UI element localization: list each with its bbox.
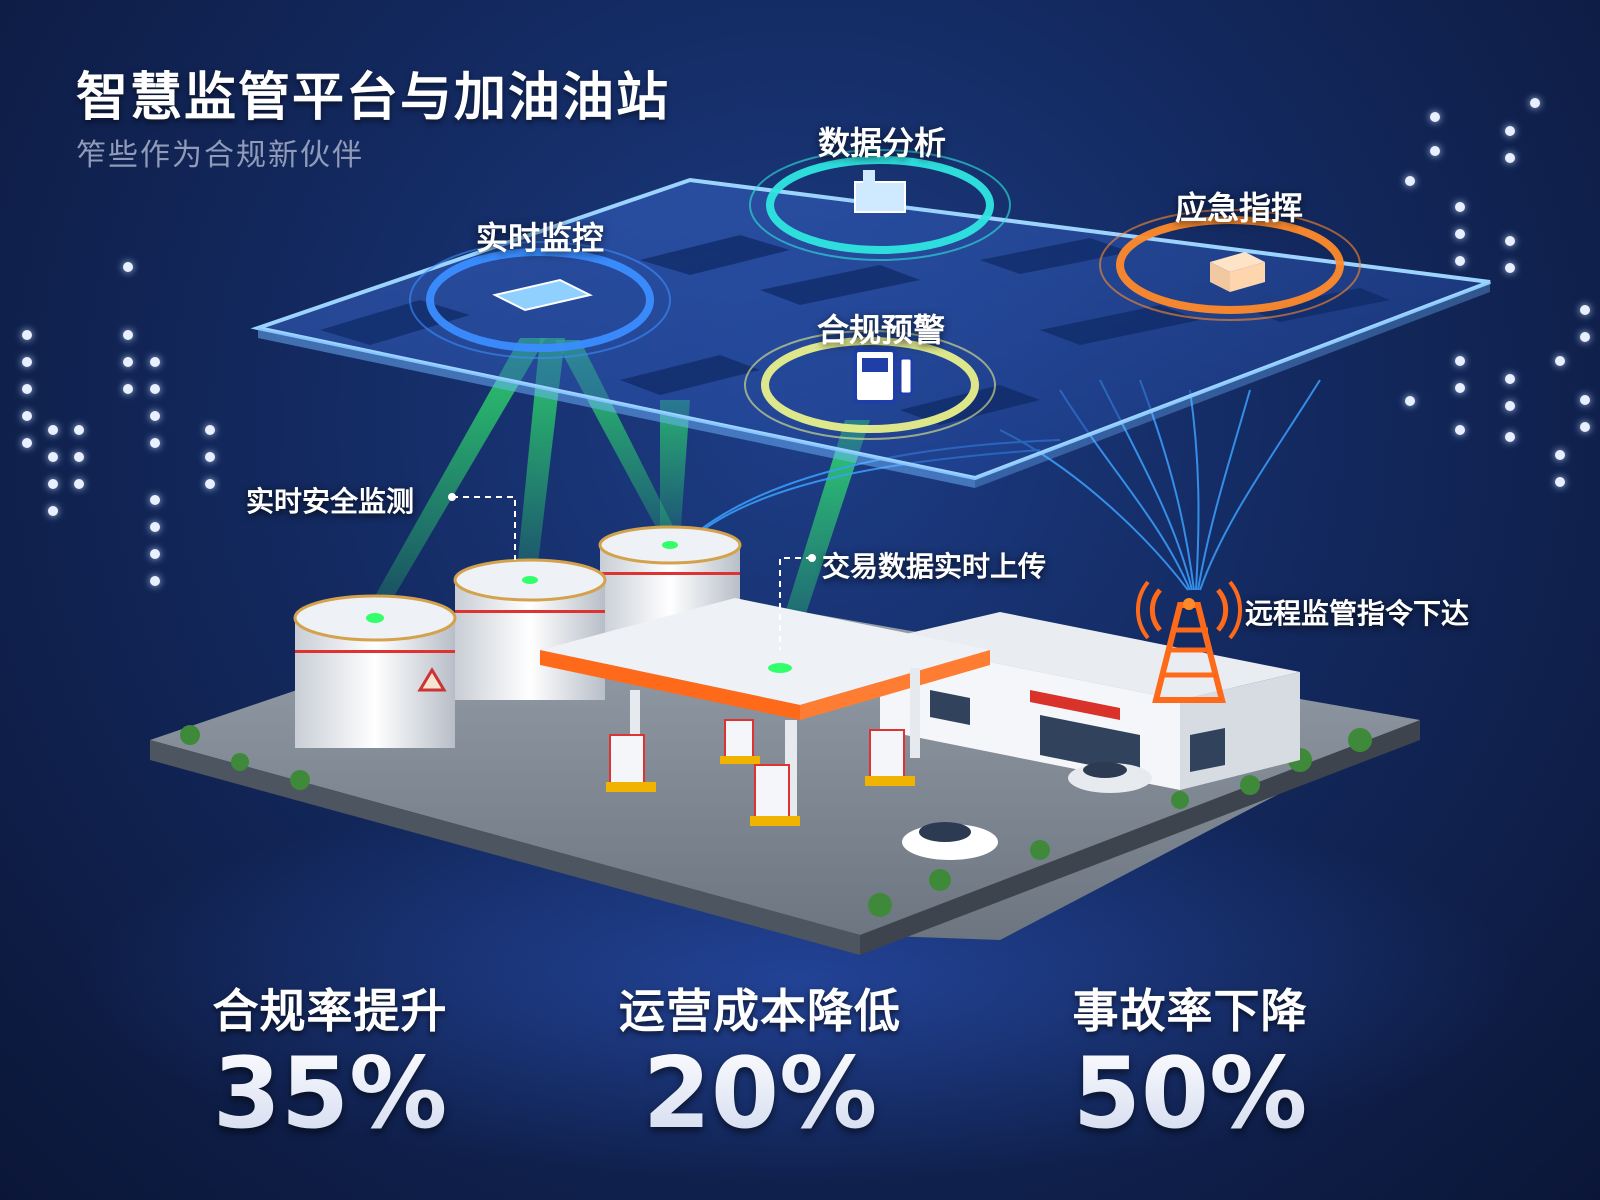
module-label-compliance-alert: 合规预警 (817, 311, 946, 349)
annotation-remote-command: 远程监管指令下达 (1245, 597, 1470, 630)
annotation-leaders (452, 496, 812, 650)
stat-label: 事故率下降 (1072, 984, 1308, 1038)
stat-value: 35% (160, 1037, 500, 1151)
fuel-pump-icon (853, 348, 914, 404)
chart-icon (854, 170, 906, 213)
storage-tank (453, 558, 607, 700)
convenience-store (880, 612, 1300, 790)
leader-dot (448, 493, 456, 501)
signal-tower (1136, 580, 1242, 703)
stat-label: 合规率提升 (212, 984, 448, 1038)
parked-car (902, 822, 998, 860)
fuel-canopy (540, 598, 990, 820)
annotation-transaction-upload: 交易数据实时上传 (822, 550, 1047, 583)
fuel-pumps (606, 719, 915, 826)
annotation-safety-monitoring: 实时安全监测 (246, 485, 415, 518)
floor-glow (80, 780, 1520, 1180)
stat-value: 50% (1020, 1037, 1360, 1151)
stat-compliance: 合规率提升 35% (160, 975, 500, 1151)
building-icon (1210, 252, 1265, 292)
leader-dot (808, 554, 816, 562)
module-label-realtime-monitor: 实时监控 (476, 219, 605, 257)
stat-accident: 事故率下降 50% (1020, 975, 1360, 1151)
stat-value: 20% (590, 1037, 930, 1151)
parked-car (1068, 762, 1152, 793)
monitoring-platform (250, 149, 1491, 488)
storage-tank (293, 594, 457, 748)
page-title: 智慧监管平台与加油油站 (76, 68, 671, 128)
module-label-emergency-command: 应急指挥 (1175, 189, 1304, 227)
stat-label: 运营成本降低 (619, 984, 901, 1038)
module-label-data-analysis: 数据分析 (818, 124, 947, 162)
monitor-icon (492, 278, 593, 312)
page-subtitle: 笮些作为合规新伙伴 (76, 138, 364, 173)
stat-cost: 运营成本降低 20% (590, 975, 930, 1151)
